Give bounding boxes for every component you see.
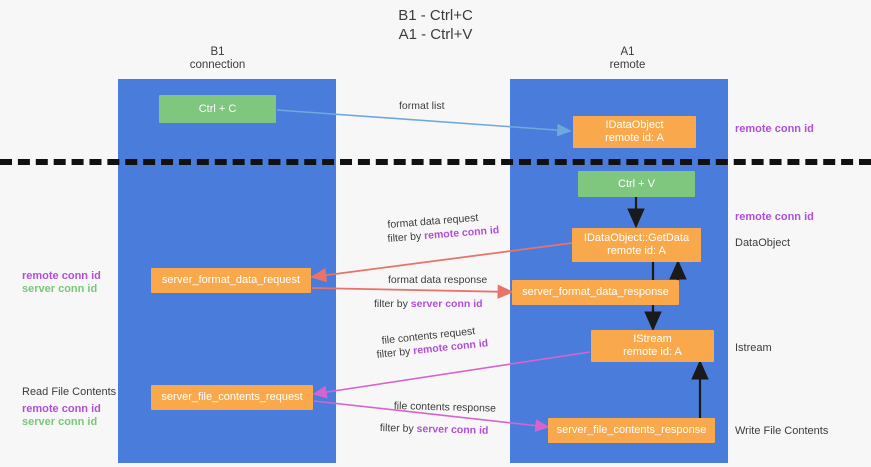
node-idataobject-getdata-line-1: IDataObject::GetData — [583, 232, 690, 244]
node-idataobject-getdata-line-2: remote id: A — [607, 245, 666, 257]
filter-prefix: filter by — [376, 345, 414, 361]
side-label-remote-conn-id-top-text: remote conn id — [735, 123, 814, 135]
column-header-a1-role: remote — [609, 59, 646, 71]
filter-prefix: filter by — [379, 422, 417, 435]
side-label-write-file-contents: Write File Contents — [735, 424, 828, 438]
column-header-a1-name: A1 — [620, 46, 635, 58]
node-ctrl-c[interactable]: Ctrl + C — [159, 95, 276, 123]
node-istream[interactable]: IStream remote id: A — [591, 330, 714, 362]
column-header-a1: A1 remote — [565, 46, 690, 72]
node-server-format-data-response-label: server_format_data_response — [522, 286, 669, 298]
flow-label-format-data-response-text: format data response — [388, 274, 488, 286]
node-idataobject-line-1: IDataObject — [605, 119, 664, 131]
side-label-left-remote-conn-id-bottom-text: remote conn id — [22, 403, 101, 415]
side-label-istream-text: Istream — [735, 342, 772, 354]
side-label-read-file-contents-text: Read File Contents — [22, 386, 117, 398]
side-label-left-server-conn-id-bottom-text: server conn id — [22, 416, 98, 428]
side-label-dataobject-text: DataObject — [735, 237, 791, 249]
side-label-read-file-contents: Read File Contents — [22, 385, 116, 399]
node-server-format-data-request-label: server_format_data_request — [161, 274, 301, 286]
title-line-1: B1 - Ctrl+C — [398, 7, 473, 24]
side-label-remote-conn-id-top: remote conn id — [735, 122, 814, 136]
flow-label-format-list-text: format list — [399, 100, 445, 112]
flow-label-format-data-response-filter: filter by server conn id — [374, 298, 483, 311]
node-istream-line-1: IStream — [633, 333, 672, 345]
node-server-file-contents-request-label: server_file_contents_request — [161, 391, 303, 403]
side-label-dataobject: DataObject — [735, 236, 790, 250]
flow-label-file-contents-response: file contents response — [394, 400, 496, 416]
side-label-write-file-contents-text: Write File Contents — [735, 425, 829, 437]
node-server-file-contents-response[interactable]: server_file_contents_response — [548, 418, 715, 443]
node-ctrl-c-label: Ctrl + C — [198, 102, 237, 115]
filter-prefix: filter by — [387, 230, 425, 245]
filter-key-server-conn-id: server conn id — [410, 298, 483, 310]
node-idataobject[interactable]: IDataObject remote id: A — [573, 116, 696, 148]
node-idataobject-getdata[interactable]: IDataObject::GetData remote id: A — [572, 228, 701, 262]
side-label-left-remote-conn-id-mid-text: remote conn id — [22, 270, 101, 282]
filter-prefix: filter by — [374, 298, 411, 310]
node-server-format-data-response[interactable]: server_format_data_response — [512, 280, 679, 305]
flow-label-file-contents-response-text: file contents response — [393, 400, 497, 415]
side-label-left-remote-conn-id-mid: remote conn id — [22, 269, 101, 283]
side-label-remote-conn-id-mid-text: remote conn id — [735, 211, 814, 223]
node-istream-line-2: remote id: A — [623, 346, 682, 358]
side-label-remote-conn-id-mid: remote conn id — [735, 210, 814, 224]
column-header-b1-name: B1 — [210, 46, 225, 58]
side-label-left-server-conn-id-mid-text: server conn id — [22, 283, 98, 295]
phase-divider — [0, 159, 871, 165]
column-header-b1-role: connection — [189, 59, 246, 71]
flow-label-format-list: format list — [399, 100, 445, 113]
side-label-left-server-conn-id-mid: server conn id — [22, 282, 97, 296]
side-label-left-remote-conn-id-bottom: remote conn id — [22, 402, 101, 416]
page-title: B1 - Ctrl+C A1 - Ctrl+V — [0, 6, 871, 44]
side-label-left-server-conn-id-bottom: server conn id — [22, 415, 97, 429]
side-label-istream: Istream — [735, 341, 772, 355]
node-idataobject-line-2: remote id: A — [605, 132, 664, 144]
node-ctrl-v[interactable]: Ctrl + V — [578, 171, 695, 197]
flow-label-file-contents-response-filter: filter by server conn id — [380, 422, 489, 438]
node-ctrl-v-label: Ctrl + V — [618, 177, 655, 190]
node-server-file-contents-request[interactable]: server_file_contents_request — [151, 385, 313, 410]
node-server-file-contents-response-label: server_file_contents_response — [556, 424, 707, 436]
node-server-format-data-request[interactable]: server_format_data_request — [151, 268, 311, 293]
filter-key-server-conn-id: server conn id — [416, 422, 489, 437]
column-header-b1: B1 connection — [155, 46, 280, 72]
title-line-2: A1 - Ctrl+V — [398, 26, 473, 43]
flow-label-format-data-response: format data response — [388, 274, 487, 287]
